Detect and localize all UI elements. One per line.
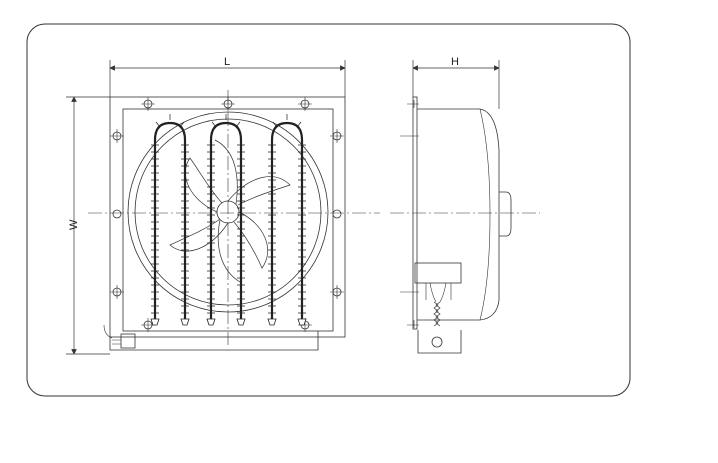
motor-cap <box>499 191 512 237</box>
terminal <box>180 318 190 326</box>
dimension-w <box>66 96 110 355</box>
terminal-box <box>109 331 319 351</box>
mounting-hole <box>112 209 122 219</box>
terminal <box>206 318 216 326</box>
front-view <box>103 96 346 351</box>
terminal <box>150 318 160 326</box>
heating-element-2 <box>209 121 243 322</box>
terminal <box>297 318 307 326</box>
element-terminals <box>150 318 307 326</box>
mounting-hole <box>332 209 342 219</box>
heating-element-1 <box>153 121 187 322</box>
side-mounting-plate <box>412 96 418 330</box>
dimension-w-label: W <box>68 219 80 230</box>
bracket-hole <box>431 336 443 348</box>
drawing-border <box>26 23 631 397</box>
side-housing <box>417 108 500 321</box>
mounting-holes <box>112 99 342 330</box>
dimension-h-label: H <box>451 56 459 68</box>
dimension-l-label: L <box>224 56 230 68</box>
front-mounting-plate <box>109 96 346 338</box>
heating-element-fins <box>151 114 306 314</box>
dimension-l <box>109 60 346 97</box>
terminal <box>267 318 277 326</box>
heating-elements <box>153 121 304 322</box>
side-threaded-stud <box>433 301 441 327</box>
side-terminal-box <box>414 262 462 284</box>
hole-centerlines <box>110 97 344 332</box>
terminal <box>236 318 246 326</box>
cable-gland <box>120 333 136 349</box>
dimension-h <box>412 60 500 109</box>
heating-element-3 <box>270 121 304 322</box>
side-view <box>400 96 512 354</box>
side-bracket <box>417 330 462 354</box>
centerlines <box>88 90 540 345</box>
